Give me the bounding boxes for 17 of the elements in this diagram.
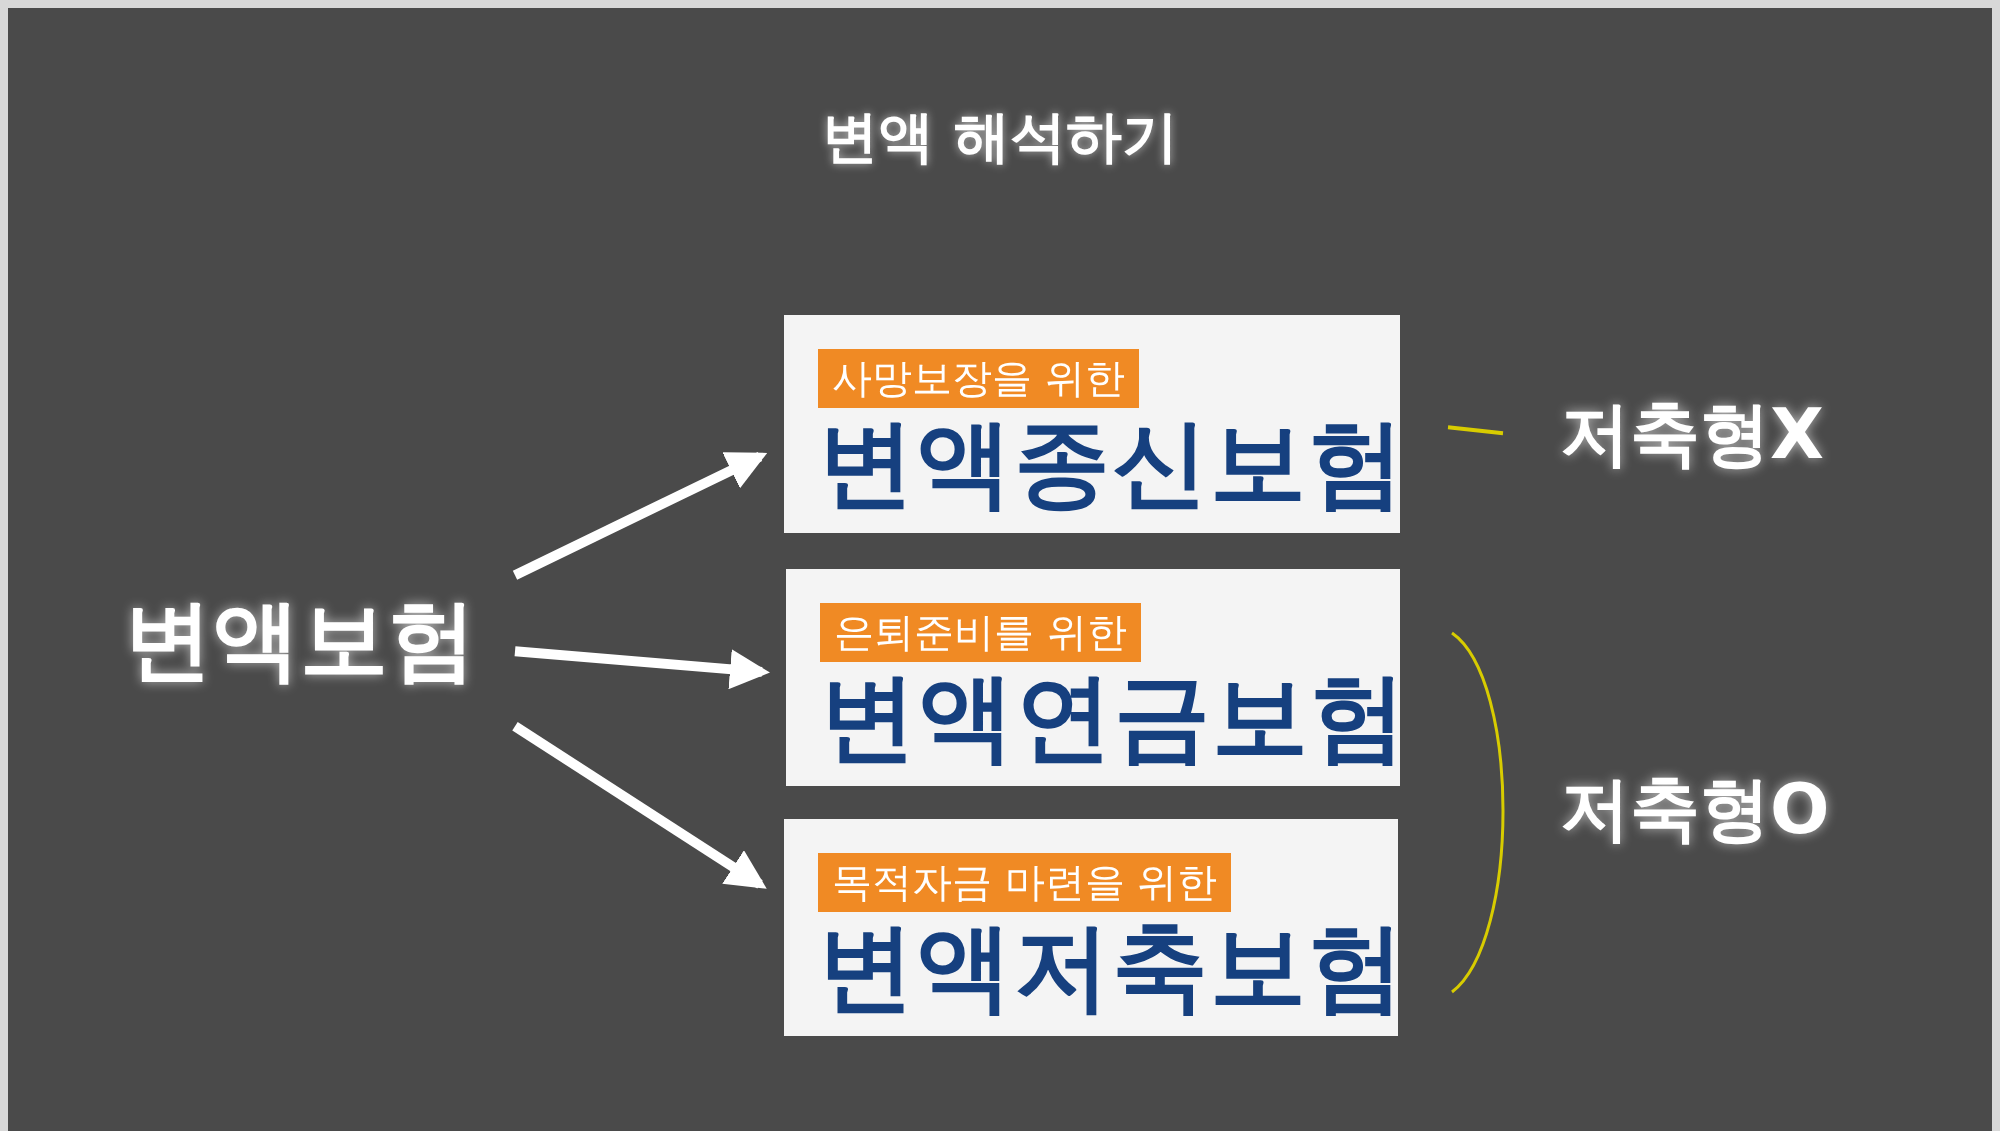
product-card [784,315,1400,533]
product-name: 변액저축보험 [818,912,1406,1023]
tag: 사망보장을 위한 [818,349,1139,408]
label: 저축형X [1560,392,1824,477]
product-card [786,569,1400,786]
product-name: 변액연금보험 [820,662,1408,773]
tag: 목적자금 마련을 위한 [818,853,1232,912]
arrow [512,722,767,889]
arrow [514,646,770,690]
product-card [784,819,1398,1036]
label: 저축형O [1560,767,1830,852]
label: 변액보험 [124,586,476,693]
title: 변액 해석하기 [821,103,1179,171]
product-name: 변액종신보험 [818,408,1406,519]
connector-line [1447,425,1504,436]
arrow [512,451,768,580]
tag: 은퇴준비를 위한 [820,603,1141,662]
